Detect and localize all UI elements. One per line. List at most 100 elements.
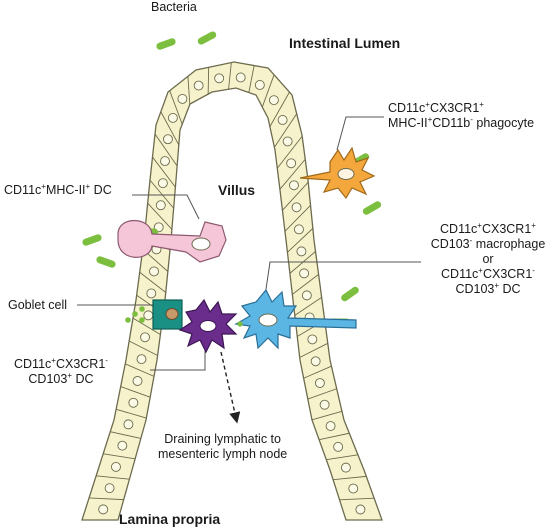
cell-nucleus: [355, 504, 366, 515]
leader-lines: [77, 116, 421, 371]
cell-boundary: [339, 497, 375, 501]
cell-nucleus: [282, 136, 293, 147]
cell-boundary: [299, 342, 328, 358]
text: MHC-II: [45, 183, 86, 197]
intestinal-lumen-label: Intestinal Lumen: [289, 35, 401, 51]
text: CD11b: [432, 116, 471, 130]
bacterium: [362, 201, 382, 215]
cell-nucleus: [128, 397, 139, 408]
bacterium: [156, 38, 176, 50]
line: CD11c+CX3CR1-: [424, 265, 552, 282]
cell-boundary: [333, 475, 367, 481]
cell-nucleus: [143, 310, 154, 321]
sup: -: [105, 355, 108, 365]
line: CD103+ DC: [14, 371, 108, 387]
cell-nucleus: [286, 158, 297, 169]
text: CD11c: [14, 357, 52, 371]
cell-boundary: [279, 158, 306, 190]
draining-lymphatic-label: Draining lymphatic to mesenteric lymph n…: [158, 432, 287, 462]
cell-boundary: [292, 274, 319, 295]
cell-nucleus: [132, 376, 143, 386]
cell-boundary: [228, 62, 232, 90]
dc-mhc-cell: [117, 220, 227, 263]
line: Draining lymphatic to: [164, 432, 281, 446]
sup: -: [532, 265, 535, 275]
cell-boundary: [294, 296, 322, 316]
cell-nucleus: [314, 378, 325, 389]
macrophage-label: CD11c+CX3CR1+ CD103- macrophage or CD11c…: [424, 220, 552, 297]
cell-boundary: [276, 135, 303, 169]
cell-boundary: [103, 453, 136, 460]
cell-nucleus: [146, 288, 157, 299]
text: CD103: [28, 372, 68, 386]
bacterium: [341, 286, 359, 302]
leader-phagocyte: [336, 116, 384, 151]
cell-nucleus: [340, 462, 351, 473]
cell-nucleus: [296, 246, 307, 257]
cell-nucleus: [333, 441, 344, 452]
bacterium: [96, 256, 116, 268]
leader-dc-mhc: [132, 194, 200, 220]
lamina-propria-label: Lamina propria: [119, 511, 221, 527]
cell-boundary: [307, 388, 337, 400]
cell-nucleus: [301, 290, 312, 301]
cell-nucleus: [277, 115, 288, 125]
cd103-dc-cell: [178, 298, 238, 354]
bacteria-label: Bacteria: [151, 0, 197, 14]
phagocyte-label: CD11c+CX3CR1+ MHC-II+CD11b- phagocyte: [388, 100, 534, 131]
goblet-cell-label: Goblet cell: [8, 298, 68, 312]
line: CD11c+CX3CR1+: [388, 100, 534, 116]
line: CD103+ DC: [424, 281, 552, 297]
sup: -: [469, 235, 473, 245]
cell-boundary: [96, 475, 130, 480]
macrophage-cell: [234, 288, 357, 350]
text: CD11c: [441, 267, 479, 281]
cell-nucleus: [160, 156, 170, 167]
cell-boundary: [282, 181, 309, 211]
cell-nucleus: [348, 483, 359, 494]
cell-boundary: [311, 410, 343, 421]
cell-nucleus: [136, 354, 147, 365]
cell-boundary: [319, 432, 350, 441]
cell-boundary: [274, 113, 298, 148]
cell-boundary: [269, 91, 290, 127]
line: CD103- macrophage: [424, 235, 552, 252]
cell-boundary: [147, 202, 173, 230]
line: or: [482, 252, 494, 266]
text: CD11c: [440, 222, 478, 236]
cell-boundary: [248, 65, 255, 93]
cell-nucleus: [214, 73, 225, 84]
cell-boundary: [287, 228, 314, 253]
dc-mhc-label: CD11c+MHC-II+ DC: [4, 181, 112, 198]
text: CX3CR1: [55, 357, 106, 371]
cell-boundary: [128, 340, 158, 356]
leader-macrophage: [264, 261, 421, 297]
cell-nucleus: [155, 200, 166, 211]
cell-boundary: [149, 179, 174, 209]
cell-nucleus: [319, 399, 330, 410]
cell-boundary: [110, 431, 141, 439]
cell-nucleus: [293, 224, 304, 235]
cell-nucleus: [193, 80, 204, 91]
cell-boundary: [154, 133, 178, 167]
cell-nucleus: [104, 483, 115, 494]
cell-nucleus: [140, 332, 150, 343]
sup: +: [477, 220, 482, 230]
cell-nucleus: [299, 268, 310, 279]
cell-boundary: [152, 156, 176, 188]
sup: +: [51, 355, 56, 365]
text: CX3CR1: [482, 267, 533, 281]
cell-nucleus: [167, 112, 178, 123]
cd103-dc-label: CD11c+CX3CR1- CD103+ DC: [14, 355, 108, 387]
cell-nucleus: [149, 266, 159, 277]
cell-boundary: [89, 497, 124, 501]
sup: +: [427, 114, 433, 124]
cell-boundary: [261, 74, 275, 108]
cell-nucleus: [235, 72, 246, 83]
sup: +: [41, 181, 46, 191]
lymphatic-arrow: [220, 351, 241, 424]
text: CX3CR1: [481, 222, 532, 236]
cell-boundary: [326, 454, 358, 461]
cell-boundary: [125, 363, 155, 377]
